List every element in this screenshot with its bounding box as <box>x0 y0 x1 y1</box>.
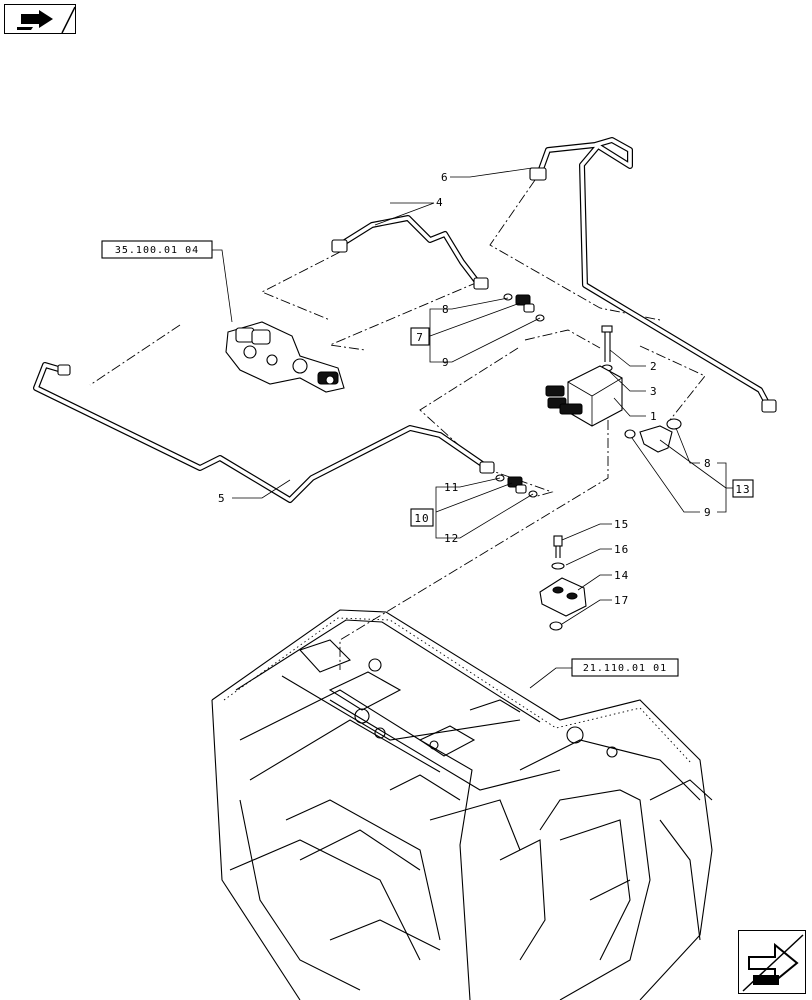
callout-6: 6 <box>441 171 449 184</box>
tube-5-fitting-left <box>57 364 71 376</box>
group-10: 10 <box>410 486 442 539</box>
callout-2: 2 <box>650 360 658 373</box>
reference-valve[interactable]: 35.100.01 04 <box>101 240 233 323</box>
callout-14: 14 <box>614 569 629 582</box>
elbow-fitting-13 <box>624 418 682 453</box>
callout-15: 15 <box>614 518 629 531</box>
previous-page-button[interactable] <box>4 4 76 34</box>
clamp-assembly <box>539 535 587 631</box>
next-page-button[interactable] <box>738 930 806 994</box>
tube-4 <box>331 215 489 290</box>
tube-6-fitting-end <box>761 399 777 413</box>
reference-housing-label: 21.110.01 01 <box>583 663 667 674</box>
reference-valve-label: 35.100.01 04 <box>115 245 199 256</box>
group-7-label: 7 <box>416 331 424 344</box>
callout-17: 17 <box>614 594 629 607</box>
callout-9-top: 9 <box>442 356 450 369</box>
tube-6-fitting-top <box>529 167 547 181</box>
callout-8-right: 8 <box>704 457 712 470</box>
group-13-label: 13 <box>735 483 750 496</box>
callout-3: 3 <box>650 385 658 398</box>
group-10-label: 10 <box>414 512 429 525</box>
callout-5: 5 <box>218 492 226 505</box>
callout-4: 4 <box>436 196 444 209</box>
group-13: 13 <box>717 462 754 513</box>
callout-11: 11 <box>444 481 459 494</box>
arrow-right-icon <box>742 934 804 992</box>
callout-8-top: 8 <box>442 303 450 316</box>
arrow-left-icon <box>17 6 76 34</box>
tube-5-fitting-right <box>479 461 495 474</box>
fitting-group-10 <box>495 474 538 498</box>
callout-1: 1 <box>650 410 658 423</box>
fitting-group-7 <box>503 293 545 322</box>
callout-leaders <box>232 167 727 625</box>
tube-4-fitting-left <box>331 239 348 253</box>
assembly-lines <box>89 179 706 670</box>
transmission-housing <box>211 609 713 1000</box>
callout-9-right: 9 <box>704 506 712 519</box>
callout-16: 16 <box>614 543 629 556</box>
reference-housing[interactable]: 21.110.01 01 <box>529 658 679 689</box>
control-valve <box>225 321 345 393</box>
valve-block <box>545 325 623 427</box>
tube-5 <box>33 362 495 503</box>
tube-4-fitting-right <box>473 277 489 290</box>
callout-12: 12 <box>444 532 459 545</box>
tube-6 <box>529 137 777 413</box>
callout-numbers: 6 4 5 8 9 2 3 1 8 9 11 12 15 16 14 17 <box>218 171 712 607</box>
group-7: 7 <box>410 308 436 363</box>
